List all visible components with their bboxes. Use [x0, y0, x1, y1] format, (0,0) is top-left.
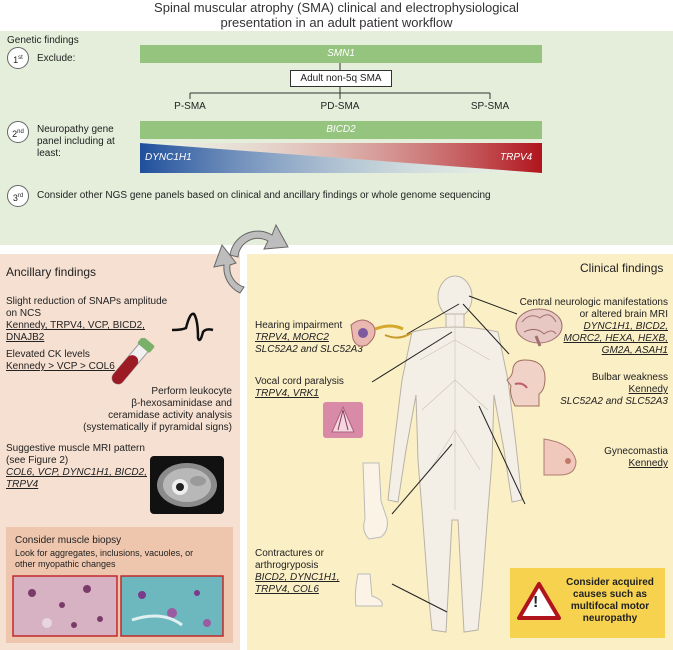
mri-slice-icon — [150, 456, 224, 514]
ancillary-heading: Ancillary findings — [6, 265, 97, 279]
form-sp-sma: SP-SMA — [470, 101, 510, 112]
leukocyte-analysis: Perform leukocyte β-hexosaminidase and c… — [108, 386, 232, 421]
title-line-1: Spinal muscular atrophy (SMA) clinical a… — [154, 0, 519, 15]
head-profile-icon — [506, 359, 546, 407]
warning-triangle-icon — [517, 582, 561, 620]
smn1-bar: SMN1 — [140, 45, 542, 63]
step-3-label: Consider other NGS gene panels based on … — [37, 190, 491, 201]
body-outline-icon — [387, 275, 523, 633]
pyramidal-note: (systematically if pyramidal signs) — [83, 422, 232, 433]
clinical-heading: Clinical findings — [580, 261, 664, 275]
vocal-finding: Vocal cord paralysis TRPV4, VRK1 — [255, 376, 344, 399]
adult-non5q-box: Adult non-5q SMA — [290, 70, 392, 87]
dync1h1-label: DYNC1H1 — [145, 152, 192, 163]
mri-finding: Suggestive muscle MRI pattern (see Figur… — [6, 443, 147, 490]
step-2-circle: 2nd — [7, 121, 29, 143]
contracture-finding: Contractures or arthrogryposis BICD2, DY… — [255, 548, 340, 595]
form-pd-sma: PD-SMA — [320, 101, 360, 112]
biopsy-images — [12, 575, 224, 637]
title-line-2: presentation in an adult patient workflo… — [220, 15, 453, 30]
snap-finding: Slight reduction of SNAPs amplitude on N… — [6, 296, 168, 343]
connector-lines — [371, 295, 526, 613]
blood-tube-icon — [111, 338, 155, 385]
step-1-circle: 1st — [7, 47, 29, 69]
tree-lines — [189, 63, 491, 99]
trpv4-label: TRPV4 — [500, 152, 533, 163]
ear-icon — [350, 319, 412, 347]
form-p-sma: P-SMA — [174, 101, 206, 112]
acquired-causes-text: Consider acquired causes such as multifo… — [566, 577, 654, 624]
figure-title: Spinal muscular atrophy (SMA) clinical a… — [0, 0, 673, 30]
ck-finding: Elevated CK levels Kennedy > VCP > COL6 — [6, 349, 115, 372]
step-1-label: Exclude: — [37, 53, 76, 64]
biopsy-title: Consider muscle biopsy — [15, 535, 122, 546]
brain-icon — [515, 308, 563, 347]
biopsy-text: Look for aggregates, inclusions, vacuole… — [15, 548, 194, 569]
gynecomastia-finding: Gynecomastia Kennedy — [604, 446, 668, 469]
step-3-circle: 3rd — [7, 185, 29, 207]
step-2-label: Neuropathy gene panel including at least… — [37, 124, 115, 159]
foot-icon — [354, 573, 383, 607]
snap-waveform-icon — [171, 312, 214, 342]
bicd2-bar: BICD2 — [140, 121, 542, 139]
warning-symbol: ! — [533, 594, 539, 611]
breast-icon — [543, 438, 577, 476]
hearing-finding: Hearing impairment TRPV4, MORC2 SLC52A2 … — [255, 320, 363, 355]
cns-finding: Central neurologic manifestations or alt… — [519, 297, 668, 356]
larynx-icon — [323, 402, 363, 438]
arm-icon — [362, 462, 388, 540]
genetic-heading: Genetic findings — [7, 35, 79, 46]
gene-gradient-wedges — [140, 143, 542, 173]
bulbar-finding: Bulbar weakness Kennedy SLC52A2 and SLC5… — [560, 372, 668, 407]
